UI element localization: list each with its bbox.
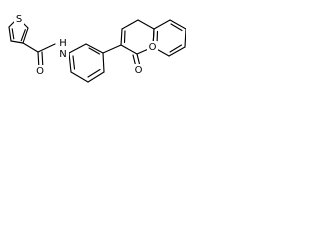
chemical-structure-diagram: S H N O O O bbox=[0, 0, 186, 102]
phenyl-ring bbox=[68, 43, 105, 83]
amide-nitrogen-label: N bbox=[59, 49, 66, 60]
coumarin-benzo-ring bbox=[152, 19, 186, 57]
carbonyl-oxygen-label: O bbox=[135, 65, 143, 76]
amide-oxygen-label: O bbox=[36, 66, 44, 77]
molecule-drawing: S H N O O O bbox=[8, 13, 186, 83]
aryl-link bbox=[102, 44, 122, 54]
lactone-oxygen-label: O bbox=[149, 42, 157, 53]
atom-labels: S H N O O O bbox=[14, 13, 158, 77]
thiophene-sulfur-label: S bbox=[16, 14, 22, 25]
amide-hydrogen-label: H bbox=[59, 38, 67, 49]
